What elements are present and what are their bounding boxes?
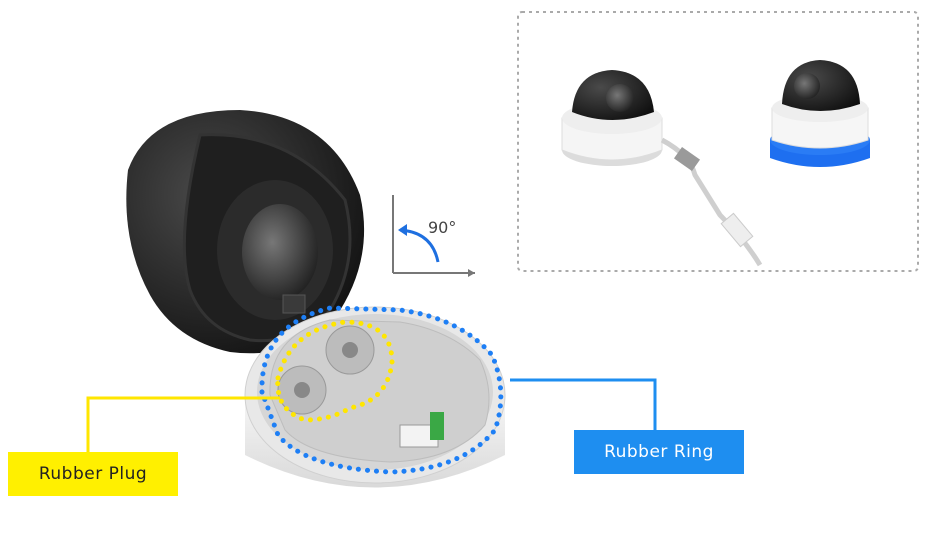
inset-frame [517, 11, 919, 272]
rubber-ring-callout-line [510, 378, 657, 430]
rotation-arrow-icon [392, 195, 475, 277]
camera-dome-open [126, 110, 506, 488]
angle-label: 90° [428, 218, 457, 237]
camera-dome-white [561, 70, 763, 267]
rubber-plug-label: Rubber Plug [8, 452, 178, 496]
rubber-plug-callout-line [86, 396, 280, 452]
camera-dome-blue-ring [770, 60, 870, 167]
rubber-ring-label: Rubber Ring [574, 430, 744, 474]
